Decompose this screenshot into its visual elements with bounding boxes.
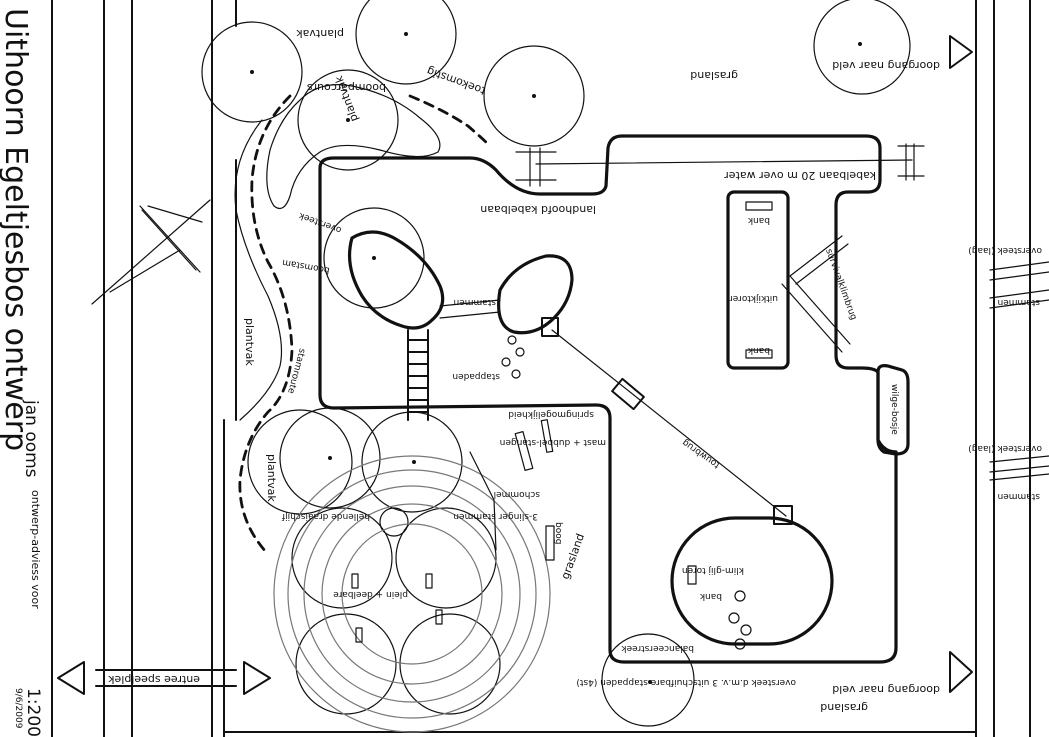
doorgang-arrows <box>949 35 973 693</box>
label-toekomstig: toekomstig <box>425 64 487 97</box>
label-boog: boog <box>553 522 563 544</box>
tree-6 <box>323 207 425 309</box>
label-landhoofd: landhoofd kabelbaan <box>480 203 596 216</box>
left-margin-lines <box>51 0 213 737</box>
label-stammen: stammen <box>453 297 496 307</box>
site-boundary <box>223 0 1031 737</box>
plantvak-kidney <box>266 84 441 209</box>
label-oversteek-bot: oversteek d.m.v. 3 uitschuifbare stappad… <box>576 677 796 687</box>
plan-date: 9/6/2009 <box>13 688 23 729</box>
label-wilgebosje: wilge-bosje <box>889 384 899 435</box>
label-bank-3: bank <box>699 591 722 601</box>
ladder-vertical <box>407 329 429 421</box>
label-boomparcours: boomparcours <box>307 81 386 94</box>
label-drieslingerstammen: 3-slinger stammen <box>453 511 538 521</box>
label-plantvak-3: plantvak <box>243 318 256 366</box>
label-stapstenen: stappaden <box>452 371 500 381</box>
tree-13 <box>295 613 397 715</box>
label-uitkijktoren: uitkijktoren <box>727 293 778 303</box>
water-outline <box>318 134 898 664</box>
label-doorgang-bot: doorgang naar veld <box>832 683 940 696</box>
tree-14 <box>399 613 501 715</box>
wilgebosje <box>876 364 910 456</box>
label-bank-1: bank <box>747 215 770 225</box>
stammen-bridge <box>439 299 501 319</box>
label-plantvak-1: plantvak <box>296 27 344 40</box>
label-kabelbaan: kabelbaan 20 m over water <box>724 169 876 182</box>
label-springmogelijkheid: springmogelijkheid <box>508 409 594 419</box>
stamroute-dashed <box>238 94 294 554</box>
label-touwbrug: touwbrug <box>681 437 722 470</box>
plantvak-curve <box>234 119 283 421</box>
playground-elements <box>351 419 555 643</box>
plan-title: Uithoorn Egeltjesbos ontwerp <box>0 8 33 451</box>
tower-round-island <box>670 516 834 646</box>
trees <box>201 0 911 727</box>
tree-1 <box>201 21 303 123</box>
label-schommel: schommel <box>494 489 540 499</box>
label-doorgang-top: doorgang naar veld <box>832 59 940 72</box>
label-plein: plein + deelbare <box>333 589 408 599</box>
label-balancerende: hellende draaischijf <box>281 511 370 521</box>
label-plantvak-4: plantvak <box>265 454 278 502</box>
tree-centres <box>250 32 862 684</box>
touwbrug-bridge-3 <box>773 505 793 525</box>
label-survival: survivalklimbrug <box>823 248 858 322</box>
tree-8 <box>279 407 381 509</box>
label-klimglijtoren: klim-glij toren <box>682 565 744 575</box>
tree-3 <box>483 45 585 147</box>
boomparcours-path <box>408 94 492 148</box>
touwbrug-bridge-2 <box>541 317 559 337</box>
middle-island <box>497 254 574 335</box>
label-bank-2: bank <box>747 345 770 355</box>
kabelbaan <box>515 143 925 187</box>
label-grasland-top: grasland <box>690 69 738 82</box>
tree-5 <box>297 69 399 171</box>
plan-subtitle: ontwerp-adviess voor <box>29 490 42 609</box>
tower-island <box>726 190 790 370</box>
tree-2 <box>355 0 457 85</box>
tree-11 <box>291 507 393 609</box>
entry-arrow <box>57 661 271 695</box>
north-arrow <box>91 199 211 305</box>
right-crossings <box>989 261 1049 481</box>
left-island <box>348 230 445 330</box>
plan-author: jan ooms <box>21 399 41 478</box>
label-grasland-bot: grasland <box>820 701 868 714</box>
label-mast-dubbel: mast + dubbel-stangen <box>500 437 606 447</box>
plan-scale: 1:200 <box>23 688 43 737</box>
survival-bridge <box>781 235 851 353</box>
tree-4 <box>813 0 911 95</box>
stepping-stones <box>501 335 752 650</box>
oversteek-right-label-3: oversteek (laag) <box>968 443 1042 453</box>
oversteek-right-label-4: stammen <box>997 491 1040 501</box>
concentric-rings <box>273 455 551 733</box>
central-pole <box>379 507 409 537</box>
touwbrug-bridge-1 <box>611 377 645 411</box>
touwbrug-line <box>551 329 787 517</box>
entry-label: entree speelplek <box>108 673 200 686</box>
tree-12 <box>395 507 497 609</box>
oversteek-right-label-1: oversteek (laag) <box>968 245 1042 255</box>
label-balanceerstreek: balanceerstreek <box>621 643 694 653</box>
tree-10 <box>601 633 695 727</box>
benches <box>687 201 773 585</box>
oversteek-right-label-2: stammen <box>997 297 1040 307</box>
label-boomstam: boomstam <box>282 257 331 275</box>
